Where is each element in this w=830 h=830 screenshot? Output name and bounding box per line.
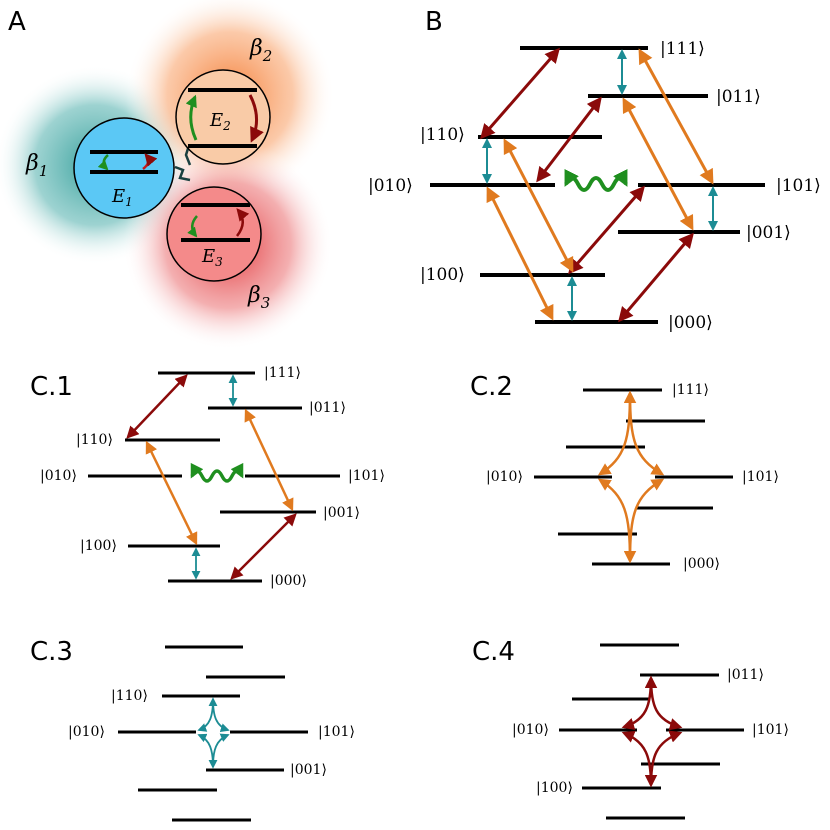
panel-label-c1: C.1 xyxy=(30,372,73,402)
label-101: |101⟩ xyxy=(776,176,821,196)
transition-arrow xyxy=(536,96,602,183)
label-101: |101⟩ xyxy=(742,469,779,485)
transition-arrow xyxy=(126,374,188,439)
label-111: |111⟩ xyxy=(660,39,705,59)
label-110: |110⟩ xyxy=(111,688,148,704)
qubit-3-energy-label: E3 xyxy=(201,246,223,269)
label-010: |010⟩ xyxy=(68,724,105,740)
label-000: |000⟩ xyxy=(683,556,720,572)
label-010: |010⟩ xyxy=(512,722,549,738)
transition-arrow xyxy=(486,186,554,321)
panel-label-c4: C.4 xyxy=(472,637,515,667)
transition-arrow xyxy=(618,232,694,323)
qubit-2-red-arrow xyxy=(248,94,264,143)
qubit-2-energy-label: E2 xyxy=(209,110,231,133)
transition-arrow xyxy=(503,138,574,273)
bath-3-label: β3 xyxy=(247,283,270,312)
label-000: |000⟩ xyxy=(270,573,307,589)
label-000: |000⟩ xyxy=(668,313,713,333)
qubit-1-energy-label: E1 xyxy=(111,186,133,209)
label-001: |001⟩ xyxy=(323,505,360,521)
transition-arrow xyxy=(145,440,198,546)
label-011: |011⟩ xyxy=(727,667,764,683)
teal-coherence-path xyxy=(197,697,230,769)
label-110: |110⟩ xyxy=(420,125,465,145)
qubit-1 xyxy=(73,117,175,219)
label-010: |010⟩ xyxy=(486,469,523,485)
coherence-wave-icon xyxy=(564,168,628,192)
label-111: |111⟩ xyxy=(672,382,709,398)
label-100: |100⟩ xyxy=(420,265,465,285)
transition-arrow xyxy=(622,97,694,231)
qubit-2 xyxy=(175,69,271,165)
orange-coherence-path xyxy=(597,390,665,564)
transition-arrow xyxy=(230,513,297,580)
qubit-3-red-arrow xyxy=(235,208,250,237)
panel-label-a: A xyxy=(8,7,26,37)
label-111: |111⟩ xyxy=(264,365,301,381)
label-100: |100⟩ xyxy=(80,538,117,554)
label-100: |100⟩ xyxy=(536,780,573,796)
coupling-wire xyxy=(174,165,191,182)
label-010: |010⟩ xyxy=(40,468,77,484)
transition-arrow xyxy=(244,408,294,512)
label-010: |010⟩ xyxy=(368,176,413,196)
label-001: |001⟩ xyxy=(746,223,791,243)
qubit-2-green-arrow xyxy=(185,94,198,141)
qubit-1-red-arrow xyxy=(142,153,158,170)
label-101: |101⟩ xyxy=(318,724,355,740)
qubit-1-green-arrow xyxy=(97,154,109,171)
label-110: |110⟩ xyxy=(76,432,113,448)
panel-label-c2: C.2 xyxy=(470,372,513,402)
label-101: |101⟩ xyxy=(348,468,385,484)
panel-label-b: B xyxy=(425,7,443,37)
transition-arrow xyxy=(638,48,714,185)
label-011: |011⟩ xyxy=(309,400,346,416)
label-101: |101⟩ xyxy=(752,722,789,738)
transition-arrow xyxy=(480,47,560,140)
coherence-wave-icon xyxy=(190,462,244,483)
bath-1-label: β1 xyxy=(25,151,48,180)
label-001: |001⟩ xyxy=(290,762,327,778)
label-011: |011⟩ xyxy=(716,87,761,107)
bath-2-label: β2 xyxy=(249,36,272,65)
qubit-3-green-arrow xyxy=(187,215,198,238)
panel-label-c3: C.3 xyxy=(30,637,73,667)
darkred-coherence-path xyxy=(621,675,683,788)
